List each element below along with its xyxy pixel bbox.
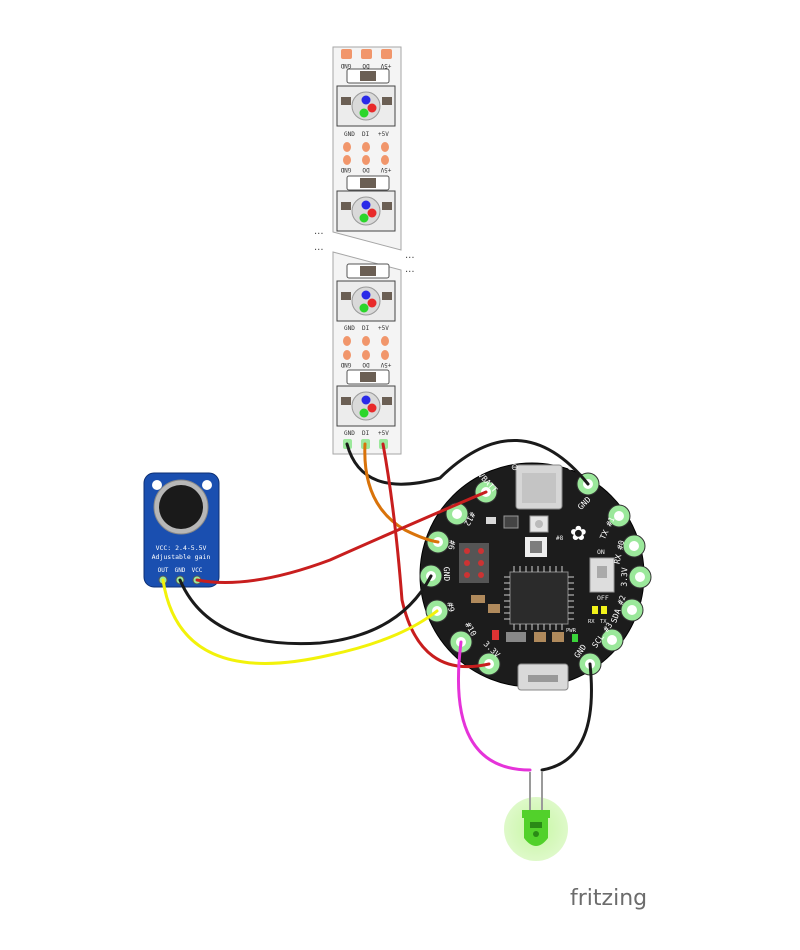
strip-break-mark: ...	[314, 226, 324, 237]
switch-off-label: OFF	[597, 594, 609, 602]
strip-rgb-led	[336, 85, 396, 127]
wire-led-anode[interactable]	[456, 640, 532, 772]
mic-spec-text: VCC: 2.4-5.5V	[156, 544, 207, 552]
mic-gain-text: Adjustable gain	[152, 553, 211, 561]
wire-mic-vcc[interactable]	[195, 490, 488, 584]
wire-led-cathode[interactable]	[540, 662, 593, 772]
strip-break-mark: ...	[314, 242, 324, 253]
strip-pin-label: +5V	[380, 166, 391, 173]
strip-resistor	[346, 68, 390, 84]
strip-resistor	[346, 263, 390, 279]
rx-led-label: RX	[588, 619, 595, 625]
adafruit-logo-icon: ✿	[570, 521, 587, 545]
strip-pin-label: +5V	[380, 361, 391, 368]
mic-pin-label: GND	[175, 567, 186, 574]
microphone-board: VCC: 2.4-5.5V Adjustable gain OUT GND VC…	[143, 472, 220, 588]
wire-strip-5v[interactable]	[381, 442, 491, 669]
green-led	[504, 772, 568, 861]
plus-icon: ⊕	[567, 463, 575, 473]
strip-pin-label: DI	[362, 131, 370, 138]
strip-cut-pads	[343, 142, 389, 165]
strip-pin-label: +5V	[378, 131, 389, 138]
tx-led-label: TX	[600, 619, 607, 625]
led8-label: #8	[556, 535, 564, 542]
wire-strip-gnd[interactable]	[345, 439, 590, 486]
mic-pin-label: VCC	[192, 567, 203, 574]
wire-mic-out[interactable]	[161, 578, 439, 665]
strip-pin-label: DI	[362, 430, 370, 437]
flora-pads[interactable]	[419, 472, 652, 676]
fritzing-brand: fritzing	[570, 886, 647, 911]
strip-pin-label: GND	[340, 166, 351, 173]
wire-mic-gnd[interactable]	[178, 574, 433, 646]
strip-pin-label: +5V	[378, 325, 389, 332]
strip-pin-label: DI	[362, 325, 370, 332]
strip-pin-label: +5V	[380, 62, 391, 69]
strip-break-mark: ...	[405, 264, 415, 275]
strip-pin-label: DO	[362, 361, 370, 368]
mic-pin-label: OUT	[158, 567, 169, 574]
strip-pin-label: DO	[362, 166, 370, 173]
strip-pin-label: GND	[340, 62, 351, 69]
strip-pin-label: GND	[344, 325, 355, 332]
strip-resistor	[346, 369, 390, 385]
pwr-led-label: PWR	[566, 628, 577, 634]
pad-label-6: #6	[446, 539, 457, 550]
strip-break-mark: ...	[405, 250, 415, 261]
strip-pin-label: GND	[340, 361, 351, 368]
strip-top-pads: GND DO +5V	[340, 49, 392, 69]
strip-resistor	[346, 175, 390, 191]
strip-rgb-led	[336, 190, 396, 232]
strip-rgb-led	[336, 280, 396, 322]
strip-pin-label: +5V	[378, 430, 389, 437]
pad-label-3v3-right: 3.3V	[620, 567, 630, 587]
switch-on-label: ON	[597, 548, 605, 556]
flora-board: ⊖ ⊕ #8 ✿ ON	[419, 462, 652, 691]
pad-label-9: #9	[445, 601, 456, 612]
wires	[161, 439, 593, 772]
led-strip: GND DO +5V GND DI +5V	[314, 46, 415, 455]
strip-pin-label: GND	[344, 430, 355, 437]
strip-pin-label: GND	[344, 131, 355, 138]
minus-icon: ⊖	[511, 463, 519, 473]
pad-label-gnd-left: GND	[442, 567, 452, 582]
strip-cut-pads	[343, 336, 389, 360]
strip-rgb-led	[336, 385, 396, 427]
strip-pin-label: DO	[362, 62, 370, 69]
